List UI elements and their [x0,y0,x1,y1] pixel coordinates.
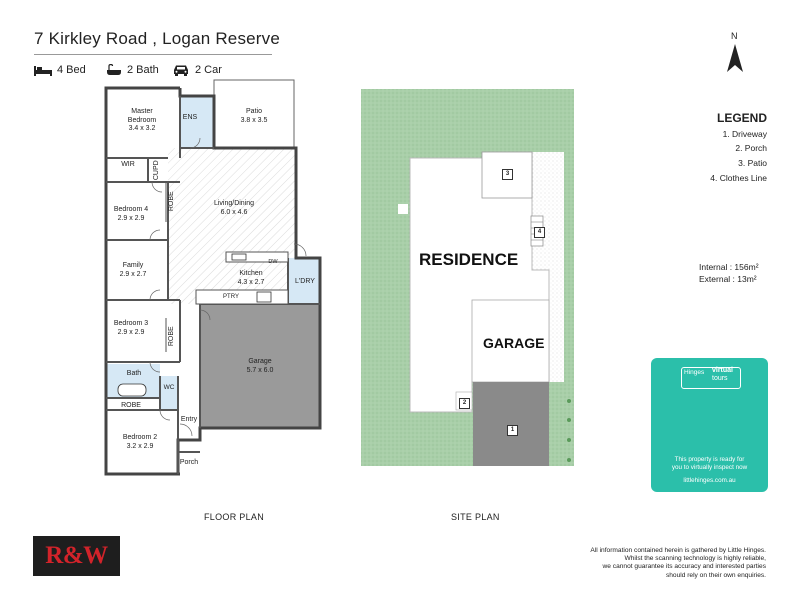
room-size: 5.7 x 6.0 [246,366,274,374]
room-entry: Entry [180,416,198,423]
disclaimer-line: should rely on their own enquiries. [665,571,766,579]
site-marker-3: 3 [502,169,513,180]
kitchen-counter [195,289,289,305]
room-ensuite: ENS [182,114,198,121]
agency-logo: R&W [33,536,120,576]
legend-item-clothes-line: 4. Clothes Line [710,173,767,183]
driveway [473,382,549,466]
room-name: Bedroom 3 [113,320,149,327]
room-wc: WC [163,384,175,391]
bath-count: 2 Bath [127,64,159,76]
bed-count: 4 Bed [57,64,86,76]
bed-icon [34,66,52,76]
tour-text-line1: This property is ready for [674,456,745,463]
room-bath: Bath [126,370,142,377]
room-master-bedroom: Master Bedroom 3.4 x 3.2 [114,108,170,134]
room-garage: Garage 5.7 x 6.0 [230,358,290,375]
property-address-title: 7 Kirkley Road , Logan Reserve [34,29,281,48]
external-area: External : 13m² [699,274,757,284]
wall-outlines [104,86,322,476]
lawn-area [361,89,574,466]
room-name: Kitchen [239,270,263,277]
disclaimer-line: Whilst the scanning technology is highly… [624,555,766,563]
tour-text-line2: you to virtually inspect now [671,464,748,471]
bed-feature: 4 Bed [34,62,86,78]
room-cupd: CUPD [152,160,160,181]
disclaimer: All information contained herein is gath… [590,547,766,580]
room-size: 2.9 x 2.9 [117,328,145,336]
room-name: Garage [248,358,272,365]
compass-arrow [727,44,743,72]
agency-logo-text: R&W [45,542,108,569]
car-count: 2 Car [195,64,222,76]
disclaimer-line: All information contained herein is gath… [590,547,766,554]
site-marker-2: 2 [459,398,470,409]
room-bedroom-4: Bedroom 4 2.9 x 2.9 [108,206,154,223]
room-bedroom-3: Bedroom 3 2.9 x 2.9 [108,320,154,337]
room-family: Family 2.9 x 2.7 [110,262,156,279]
site-residence-label: RESIDENCE [419,250,519,269]
disclaimer-line: we cannot guarantee its accuracy and int… [602,563,766,571]
room-size: 3.4 x 3.2 [128,125,156,132]
site-marker-1: 1 [507,425,518,436]
site-marker-4: 4 [534,227,545,238]
room-name: Master [131,108,153,115]
internal-area: Internal : 156m² [699,262,759,272]
room-patio: Patio 3.8 x 3.5 [224,108,284,125]
room-size: 3.8 x 3.5 [240,116,268,124]
floor-plan-caption: FLOOR PLAN [204,512,265,522]
cooktop [256,291,272,303]
residence-footprint [409,151,550,413]
compass-north-label: N [731,31,738,41]
interior-walls [106,96,320,474]
wc-area [160,376,178,410]
tree-markers [567,399,571,462]
tour-brand: Hinges [684,369,705,376]
room-size: 2.9 x 2.9 [117,214,145,222]
car-feature: 2 Car [172,62,222,78]
tour-description: This property is ready for you to virtua… [655,456,764,472]
room-kitchen: Kitchen 4.3 x 2.7 [224,270,278,287]
room-wir: WIR [121,161,135,168]
room-size: 3.2 x 2.9 [126,442,154,450]
kitchen-sink [231,253,247,261]
legend-item-driveway: 1. Driveway [722,129,767,139]
room-robe-2: ROBE [121,402,141,409]
bath-icon [107,64,121,75]
site-plan [361,89,574,466]
room-size: 6.0 x 4.6 [220,208,248,216]
tour-logo-box [681,367,741,389]
room-porch: Porch [179,459,199,466]
room-name: Bedroom 2 [122,434,158,441]
meter-box [398,204,408,214]
bathtub [117,383,147,397]
room-bedroom-2: Bedroom 2 3.2 x 2.9 [114,434,166,451]
title-divider [34,54,272,55]
tour-url-link[interactable]: littlehinges.com.au [683,477,736,484]
room-size: 2.9 x 2.7 [119,270,147,278]
room-name: Bedroom 4 [113,206,149,213]
site-garage-label: GARAGE [483,335,545,351]
room-name-line2: Bedroom [127,116,157,124]
room-name: Family [122,262,144,269]
bath-feature: 2 Bath [106,62,159,78]
room-dishwasher: DW [268,259,278,265]
room-laundry: L'DRY [295,278,315,285]
legend-item-porch: 2. Porch [735,143,767,153]
room-pantry: PTRY [223,294,239,300]
site-plan-caption: SITE PLAN [451,512,500,522]
tour-tours-label: tours [712,375,728,382]
room-robe-4: ROBE [167,191,175,212]
room-robe-3: ROBE [167,326,175,347]
virtual-tour-card[interactable] [651,358,768,492]
legend-item-patio: 3. Patio [738,158,767,168]
car-icon [174,65,188,76]
room-name: Patio [246,108,262,115]
legend-title: LEGEND [716,111,767,125]
room-living-dining: Living/Dining 6.0 x 4.6 [204,200,264,217]
room-name: Living/Dining [213,200,255,207]
room-size: 4.3 x 2.7 [237,278,265,286]
tour-virtual-label: virtual [712,367,734,374]
